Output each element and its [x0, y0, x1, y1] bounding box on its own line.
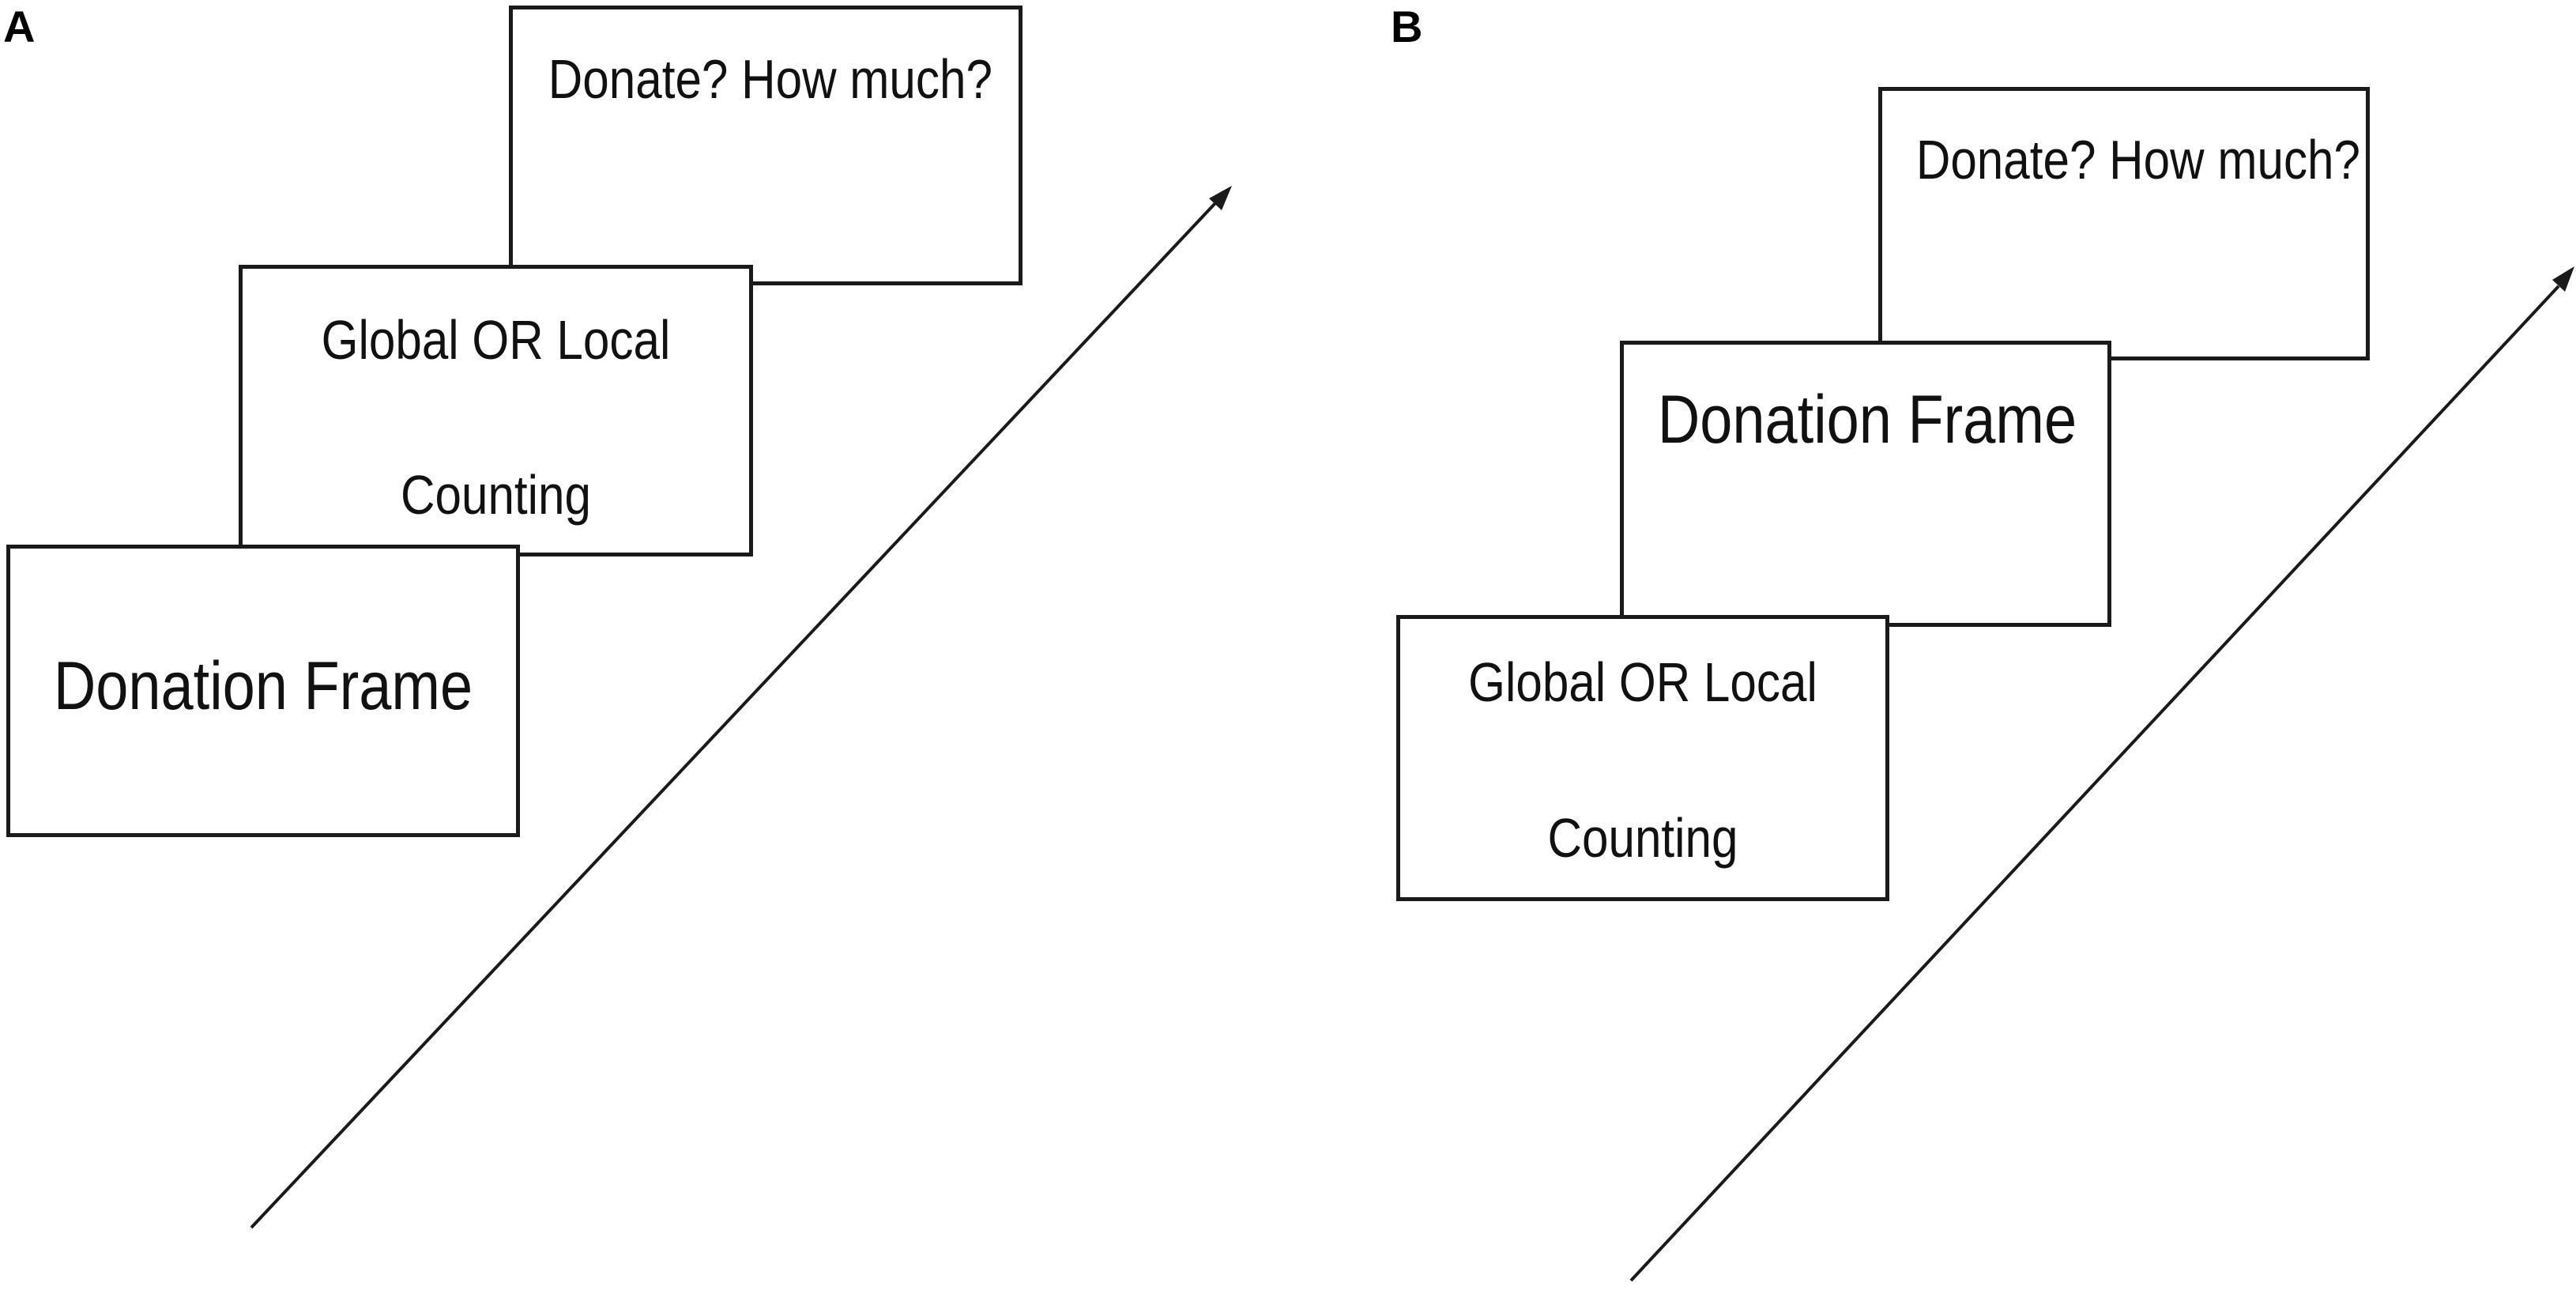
panel-letter-b: B	[1391, 2, 1423, 51]
time-arrow-icon	[250, 186, 1232, 1229]
step-box-donate-question: Donate? How much?	[509, 6, 1022, 285]
step-box-label: Donate? How much?	[548, 48, 992, 110]
step-box-counting: Global OR Local Counting	[239, 265, 753, 556]
step-box-label: Donation Frame	[53, 648, 473, 724]
step-box-donation-frame: Donation Frame	[1620, 341, 2111, 627]
step-box-donation-frame: Donation Frame	[6, 545, 520, 837]
step-box-label: Donate? How much?	[1915, 129, 2361, 191]
step-box-label-line-2: Counting	[401, 464, 591, 526]
step-box-donate-question: Donate? How much?	[1878, 87, 2370, 360]
step-box-label-line-2: Counting	[1547, 807, 1738, 869]
panel-a: A Donate? How much? Global OR Local Coun…	[3, 2, 1232, 1229]
panel-letter-a: A	[3, 2, 36, 51]
time-arrow-icon	[1629, 266, 2574, 1282]
step-box-label-line-1: Global OR Local	[1468, 651, 1817, 713]
step-box-label: Donation Frame	[1657, 382, 2077, 458]
panel-b: B Donate? How much? Donation Frame Globa…	[1391, 0, 2576, 1294]
step-box-counting: Global OR Local Counting	[1396, 615, 1889, 901]
step-box-label-line-1: Global OR Local	[321, 309, 671, 371]
